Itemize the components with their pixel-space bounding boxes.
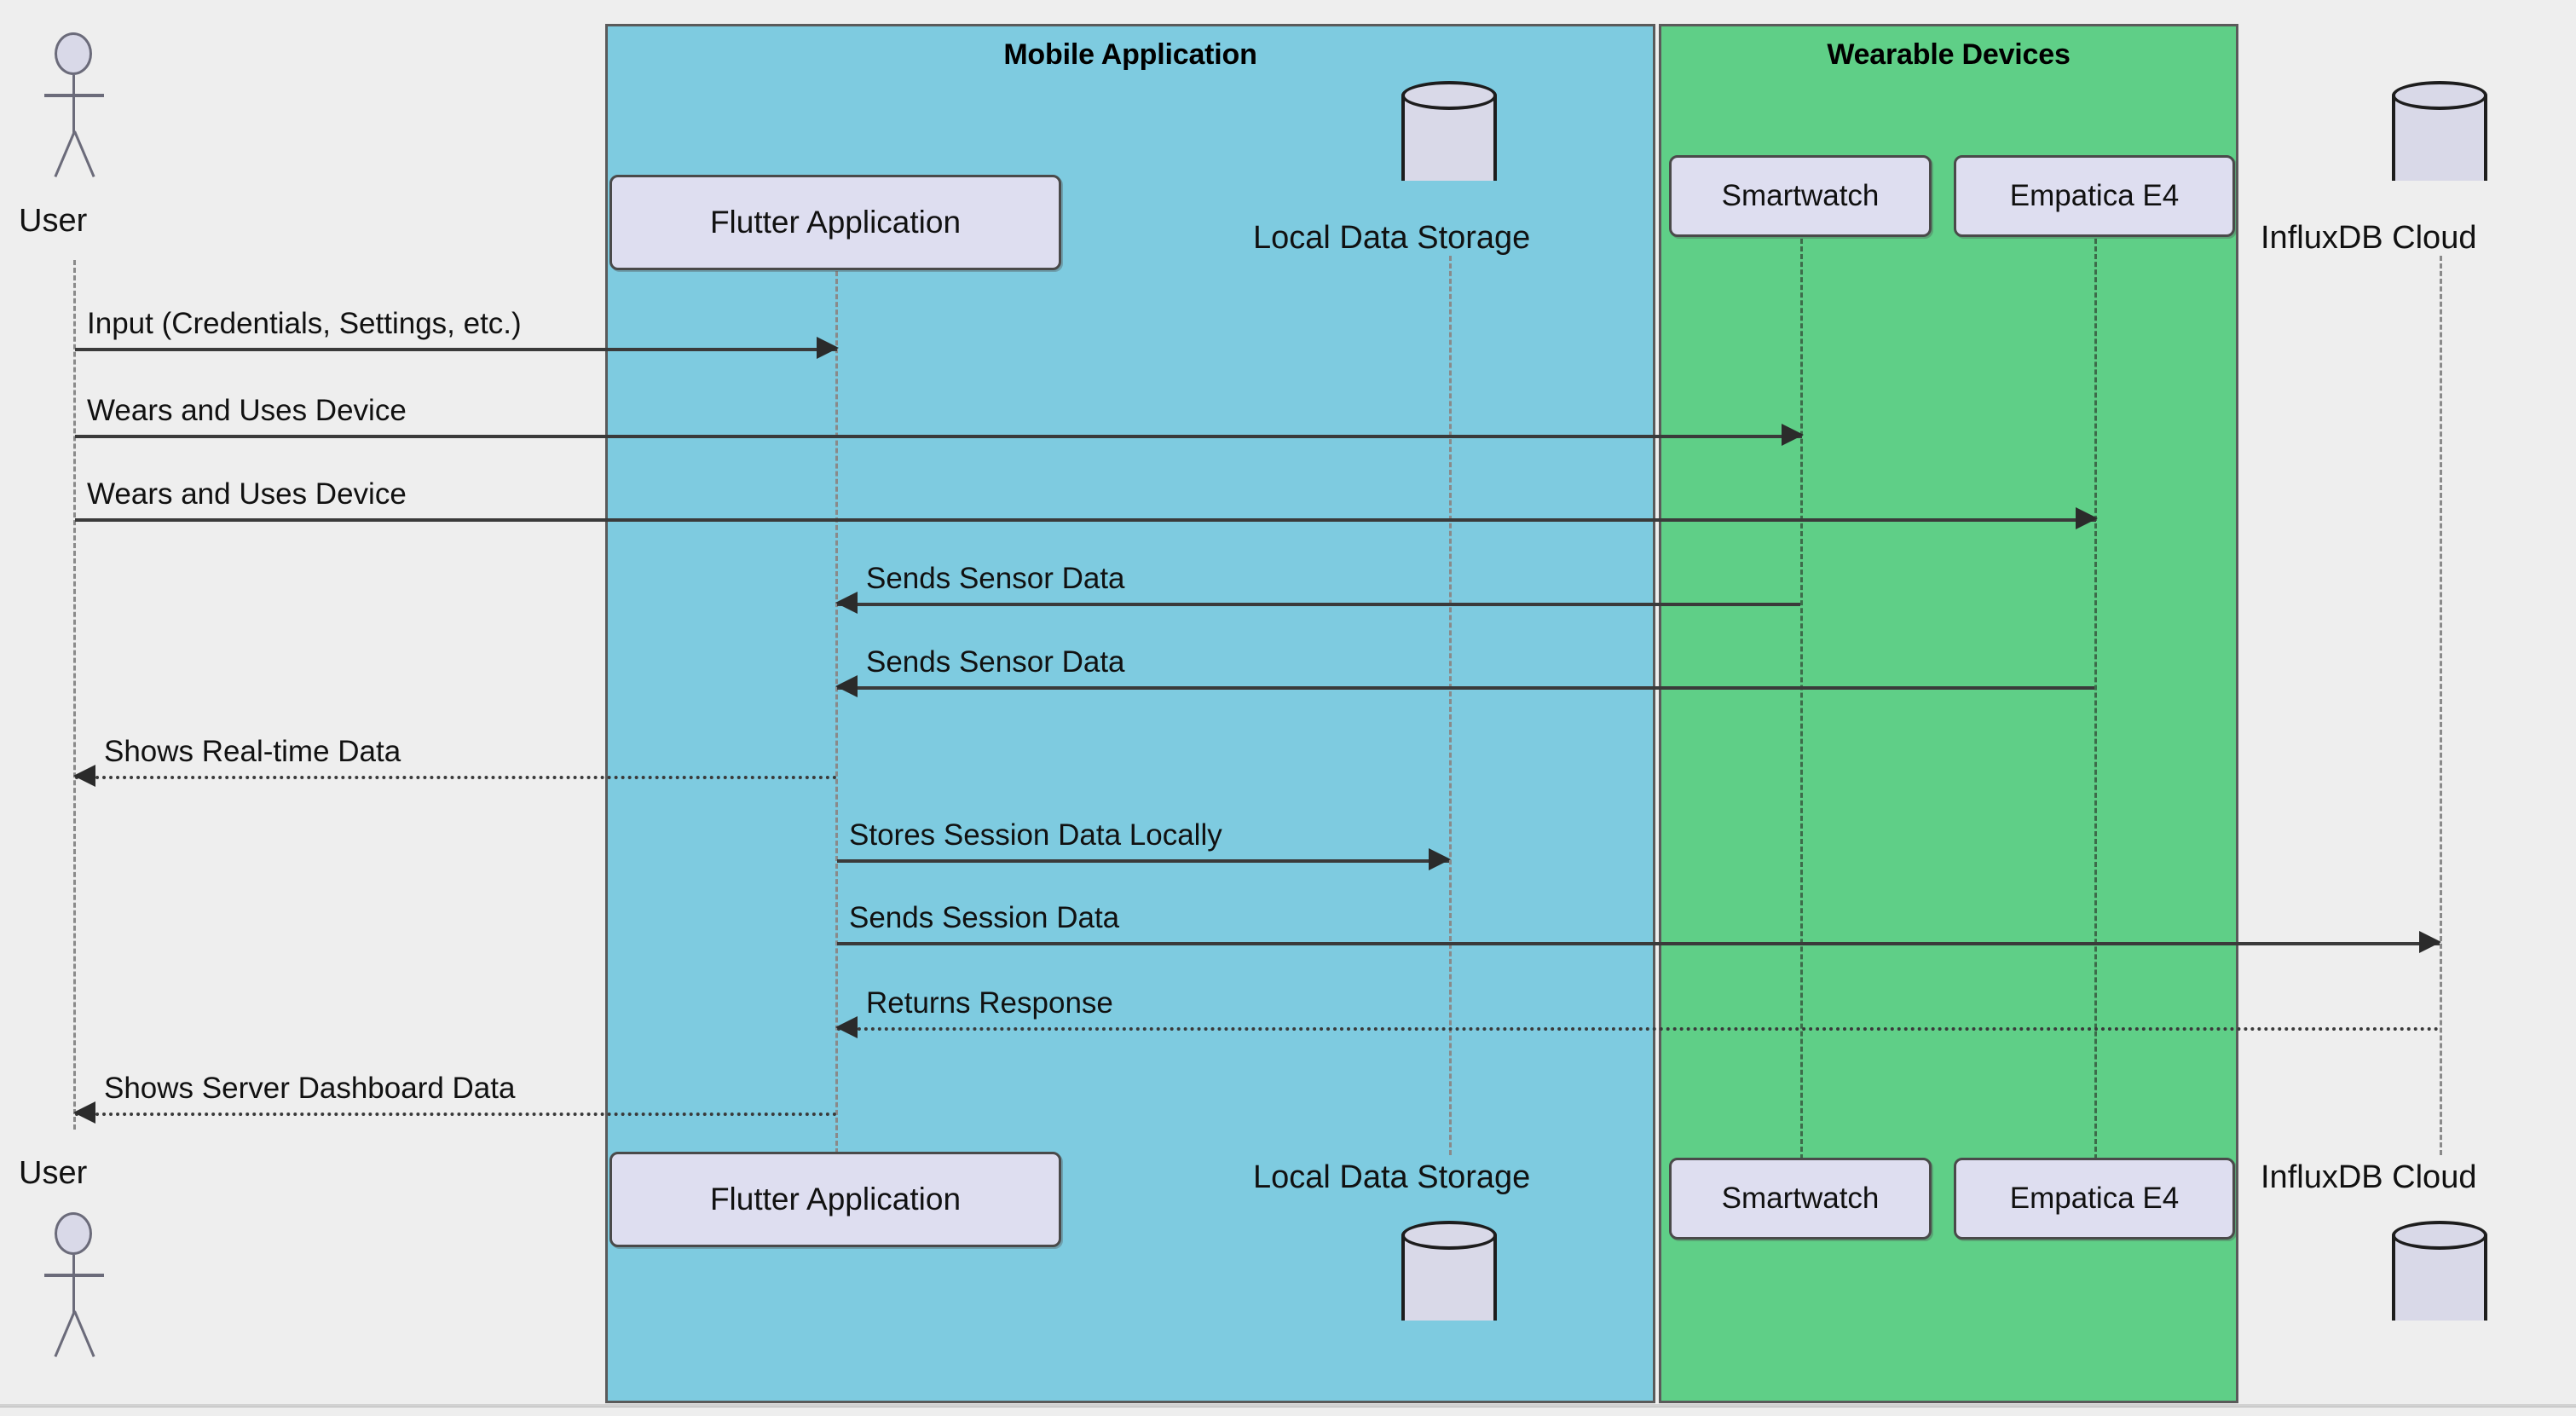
participant-box-smartwatch-bottom[interactable]: Smartwatch xyxy=(1669,1158,1932,1240)
participant-box-empatica-e4-bottom[interactable]: Empatica E4 xyxy=(1954,1158,2235,1240)
message-label: Sends Sensor Data xyxy=(866,562,1125,595)
arrowhead-right-icon xyxy=(2419,931,2441,953)
message-label: Stores Session Data Locally xyxy=(849,818,1222,852)
message-line xyxy=(75,518,2096,522)
arrowhead-left-icon xyxy=(73,765,95,787)
arrowhead-right-icon xyxy=(1782,424,1804,446)
participant-box-empatica-e4-top[interactable]: Empatica E4 xyxy=(1954,155,2235,237)
arrowhead-left-icon xyxy=(73,1101,95,1124)
participant-label-local-data-storage-top: Local Data Storage xyxy=(1253,220,1531,256)
arrowhead-left-icon xyxy=(835,675,858,697)
message-line xyxy=(837,686,2094,690)
actor-arms-icon xyxy=(44,94,104,97)
participant-label-influxdb-cloud-bottom: InfluxDB Cloud xyxy=(2261,1159,2477,1195)
group-mobile-application-title: Mobile Application xyxy=(1003,38,1257,71)
message-label: Shows Server Dashboard Data xyxy=(104,1072,516,1105)
participant-label-user-bottom: User xyxy=(19,1155,88,1191)
actor-leg-right-icon xyxy=(73,1310,95,1357)
participant-box-flutter-application-bottom[interactable]: Flutter Application xyxy=(609,1152,1061,1247)
database-local-data-storage-top xyxy=(1401,81,1497,192)
actor-body-icon xyxy=(72,1255,75,1313)
participant-label-influxdb-cloud-top: InfluxDB Cloud xyxy=(2261,220,2477,256)
database-influxdb-cloud-bottom xyxy=(2392,1221,2487,1332)
arrowhead-right-icon xyxy=(1429,848,1451,870)
participant-box-smartwatch-top[interactable]: Smartwatch xyxy=(1669,155,1932,237)
lifeline-empatica-e4 xyxy=(2094,239,2097,1159)
message-label: Input (Credentials, Settings, etc.) xyxy=(87,307,522,340)
group-wearable-devices-title: Wearable Devices xyxy=(1827,38,2071,71)
message-label: Sends Sensor Data xyxy=(866,645,1125,679)
lifeline-user xyxy=(73,260,76,1130)
actor-leg-left-icon xyxy=(54,130,76,177)
message-label: Wears and Uses Device xyxy=(87,477,407,511)
message-line xyxy=(75,348,837,351)
cylinder-top-ellipse-icon xyxy=(2392,1221,2487,1250)
cylinder-top-ellipse-icon xyxy=(2392,81,2487,110)
lifeline-flutter-application xyxy=(835,271,838,1153)
participant-label-user-top: User xyxy=(19,203,88,239)
message-line xyxy=(75,435,1802,438)
arrowhead-left-icon xyxy=(835,1016,858,1038)
message-line xyxy=(75,776,837,779)
message-label: Shows Real-time Data xyxy=(104,735,401,768)
participant-box-flutter-application-top[interactable]: Flutter Application xyxy=(609,175,1061,270)
arrowhead-left-icon xyxy=(835,592,858,614)
message-line xyxy=(837,603,1800,606)
arrowhead-right-icon xyxy=(2076,507,2098,529)
message-label: Returns Response xyxy=(866,986,1113,1020)
message-line xyxy=(837,859,1449,863)
message-line xyxy=(837,942,2440,945)
actor-head-icon xyxy=(55,1212,92,1255)
message-line xyxy=(837,1027,2440,1031)
participant-label-local-data-storage-bottom: Local Data Storage xyxy=(1253,1159,1531,1195)
actor-arms-icon xyxy=(44,1274,104,1277)
cylinder-top-ellipse-icon xyxy=(1401,1221,1497,1250)
lifeline-smartwatch xyxy=(1800,239,1803,1159)
cylinder-body-icon xyxy=(1401,1235,1497,1321)
message-label: Wears and Uses Device xyxy=(87,394,407,427)
actor-leg-right-icon xyxy=(73,130,95,177)
message-label: Sends Session Data xyxy=(849,901,1120,934)
actor-body-icon xyxy=(72,75,75,133)
actor-leg-left-icon xyxy=(54,1310,76,1357)
actor-head-icon xyxy=(55,32,92,75)
lifeline-influxdb-cloud xyxy=(2440,256,2442,1155)
cylinder-top-ellipse-icon xyxy=(1401,81,1497,110)
lifeline-local-data-storage xyxy=(1449,256,1452,1155)
message-line xyxy=(75,1113,837,1116)
arrowhead-right-icon xyxy=(817,337,839,359)
database-influxdb-cloud-top xyxy=(2392,81,2487,192)
database-local-data-storage-bottom xyxy=(1401,1221,1497,1332)
